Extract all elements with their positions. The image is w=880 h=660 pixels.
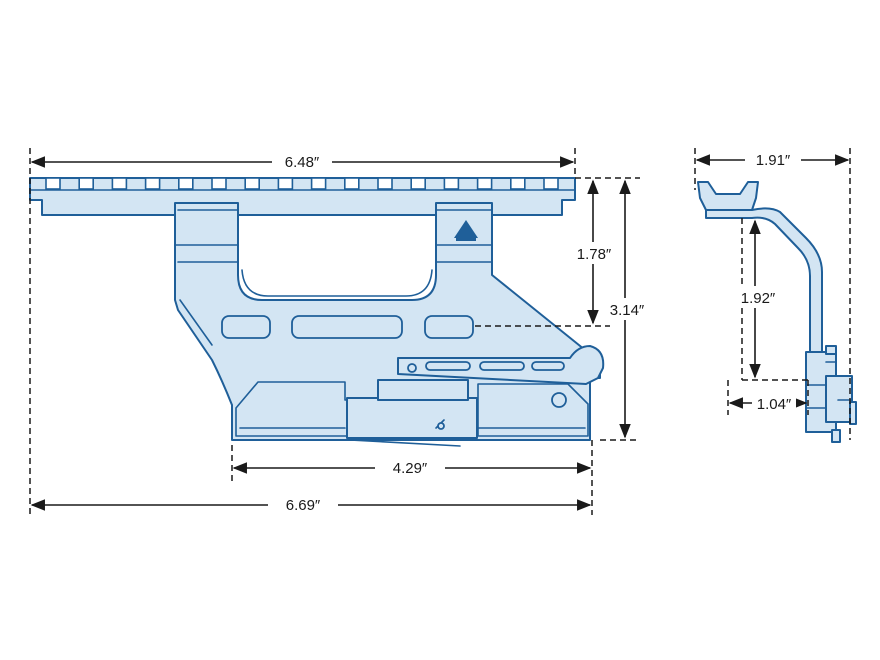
rail-slot <box>144 177 161 190</box>
rail-slot <box>443 177 460 190</box>
dim-label-rail-length: 6.48″ <box>285 154 320 171</box>
rail-slot <box>111 177 128 190</box>
rail-slot <box>410 177 427 190</box>
dimension-labels: 6.48″ 1.78″ 3.14″ 4.29″ 6.69″ 1.91″ 1.92… <box>268 148 801 515</box>
rail-slot <box>509 177 526 190</box>
mount-side-view <box>29 177 605 447</box>
dim-label-overall-length: 6.69″ <box>286 497 321 514</box>
body-window <box>241 269 433 297</box>
dim-label-base-length: 4.29″ <box>393 460 428 477</box>
rail-slot <box>244 177 260 190</box>
end-arm <box>705 207 823 353</box>
base-top-tab <box>377 379 469 401</box>
rail-slot <box>178 177 194 190</box>
rail-slot <box>310 177 327 190</box>
rail-slot <box>476 177 493 190</box>
dim-label-side-height: 1.92″ <box>741 290 776 307</box>
rail-cross-section <box>697 181 759 211</box>
picatinny-rail <box>29 177 576 216</box>
adjust-screw <box>551 392 567 408</box>
dim-label-overall-height: 3.14″ <box>610 302 645 319</box>
lightening-slot <box>424 315 474 339</box>
leapers-utg-logo <box>454 220 478 241</box>
rail-slot <box>343 177 360 190</box>
rail-slot <box>543 177 559 190</box>
end-clamp <box>825 375 853 423</box>
mount-end-view <box>697 181 857 443</box>
dim-label-side-offset: 1.04″ <box>757 396 792 413</box>
rail-slots <box>45 177 559 190</box>
dim-label-side-width: 1.91″ <box>756 152 791 169</box>
lightening-slot <box>291 315 403 339</box>
rail-slot <box>211 177 227 190</box>
lightening-slot <box>221 315 271 339</box>
rail-slot <box>78 177 94 190</box>
dim-label-rail-height: 1.78″ <box>577 246 612 263</box>
rail-slot <box>377 177 393 190</box>
base-center-block <box>346 397 478 439</box>
rail-slot <box>45 177 61 190</box>
rail-slot <box>277 177 294 190</box>
